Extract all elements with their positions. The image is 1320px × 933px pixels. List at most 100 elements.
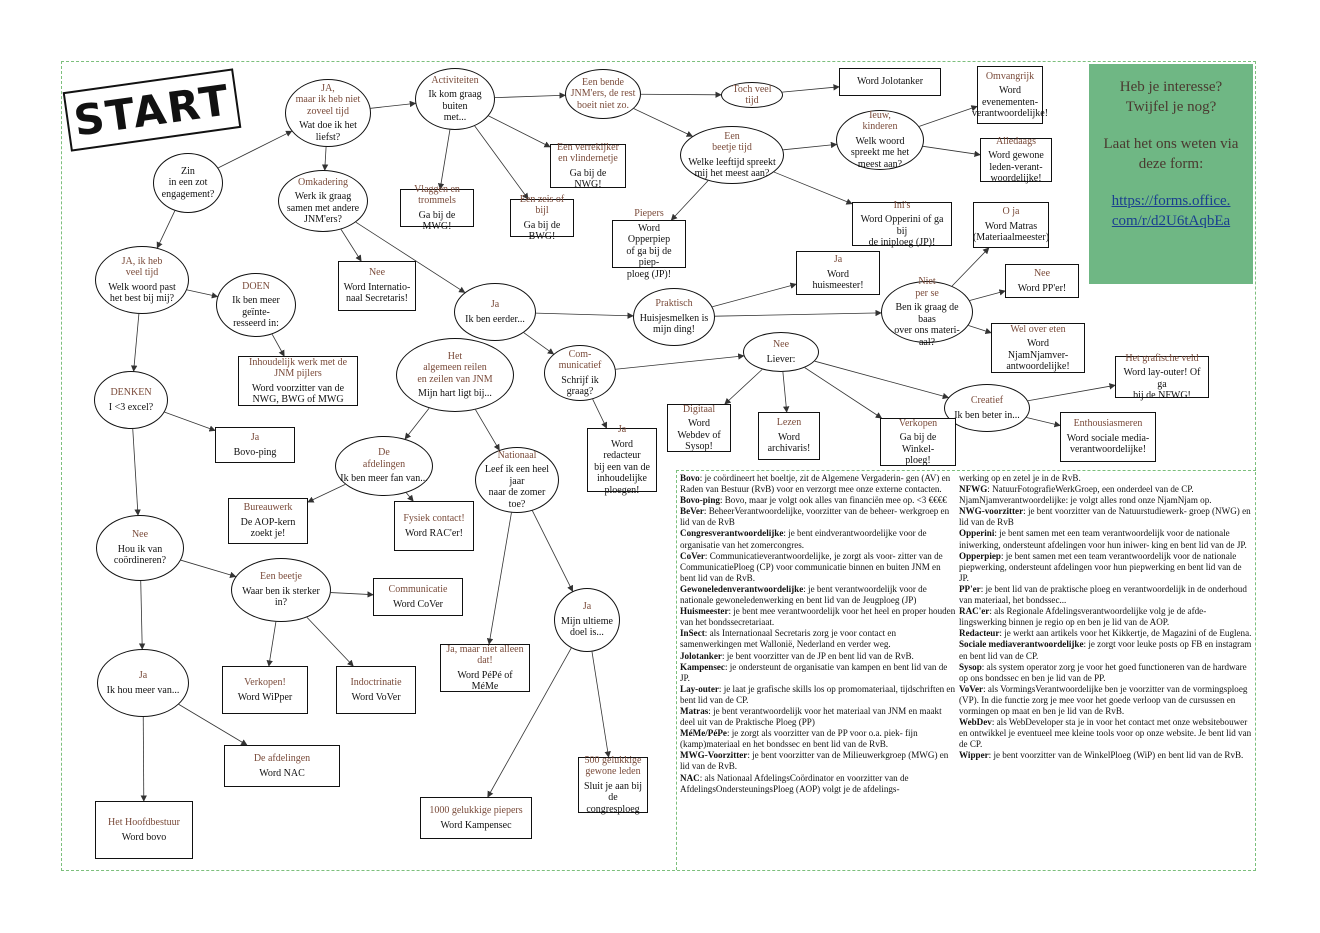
glossary-text: : je zorgt voor leuke posts op FB en ins… xyxy=(959,639,1252,661)
edge-ja-zoveel-to-omkadering xyxy=(321,146,329,171)
edge-communicatief-to-ja-redacteur xyxy=(592,399,607,429)
edge-nationaal-to-ja-doel xyxy=(531,510,573,592)
node-heading: Alledaags xyxy=(996,135,1036,147)
glossary-entry: WebDev: als WebDeveloper sta je in voor … xyxy=(959,717,1253,750)
glossary-term: Bovo-ping xyxy=(680,495,720,506)
glossary-text: : als system operator zorg je voor het g… xyxy=(959,661,1247,683)
node-body: Word Kampensec xyxy=(440,819,512,831)
node-heading: Lezen xyxy=(776,417,802,429)
edge-zin-to-ja-zoveel xyxy=(218,130,293,169)
edge-ieuw-to-omvangrijk xyxy=(919,105,978,127)
glossary-entry: Gewoneledenverantwoordelijke: je bent ve… xyxy=(680,584,956,606)
glossary-entry: Huismeester: je bent mee verantwoordelij… xyxy=(680,606,956,628)
form-link-line-2: com/r/d2U6tAqbEa xyxy=(1111,212,1231,229)
glossary-term: MéMe/PéPe xyxy=(680,728,727,739)
edge-een-beetje-to-verkopen-wip xyxy=(266,621,277,667)
edge-activiteiten-to-zeis xyxy=(474,125,529,200)
glossary-term: Redacteur xyxy=(959,628,1000,639)
interest-line-2: Twijfel je nog? xyxy=(1125,98,1217,115)
glossary-entry: Sysop: als system operator zorg je voor … xyxy=(959,662,1253,684)
node-body: Word bovo xyxy=(121,831,167,843)
node-body: Word huismeester! xyxy=(812,268,864,292)
edge-nee-liever-to-creatief xyxy=(814,360,950,400)
glossary-entry: Bovo: je coördineert het boeltje, zit de… xyxy=(680,473,956,495)
glossary-text: : je bent voorzitter van de Milieuwerkgr… xyxy=(680,750,949,772)
node-body: Word Matras(Materiaalmeester) xyxy=(972,220,1050,244)
node-heading: Een zeis of bijl xyxy=(519,193,565,217)
node-body: Word sociale media-verantwoordelijke! xyxy=(1066,432,1150,456)
glossary-text: : je ondersteunt de organisatie van kamp… xyxy=(680,661,948,683)
edge-ja-meer-van-to-hoofdbestuur xyxy=(140,716,147,802)
node-body: Ga bij de NWG! xyxy=(569,167,607,191)
form-link[interactable]: https://forms.office. com/r/d2U6tAqbEa xyxy=(1089,192,1253,231)
glossary-entry: Sociale mediaverantwoordelijke: je zorgt… xyxy=(959,639,1253,661)
node-body: Schrijf ik graag? xyxy=(561,374,599,398)
interest-line-4: deze form: xyxy=(1138,155,1204,172)
edge-doen-to-inhoudelijk xyxy=(271,334,285,357)
glossary-term: Lay-outer xyxy=(680,683,719,694)
glossary-entry: MWG-Voorzitter: je bent voorzitter van d… xyxy=(680,750,956,772)
edge-omkadering-to-nee-intern xyxy=(340,229,362,262)
glossary-entry: Opperini: je bent samen met een team ver… xyxy=(959,528,1253,550)
node-heading: Ini's xyxy=(893,199,911,211)
node-heading: Nationaal xyxy=(497,449,537,461)
glossary-text: : als WebDeveloper sta je in voor het co… xyxy=(959,717,1252,750)
glossary-entry: CoVer: Communicatieverantwoordelijke, je… xyxy=(680,551,956,584)
interest-panel: Heb je interesse? Twijfel je nog? Laat h… xyxy=(1089,64,1253,284)
edge-toch-veel-tijd-to-jolotanker xyxy=(782,84,840,93)
glossary-entry: Kampensec: je ondersteunt de organisatie… xyxy=(680,662,956,684)
glossary-entry: VoVer: als VormingsVerantwoordelijke ben… xyxy=(959,684,1253,717)
glossary-entry: Wipper: je bent voorzitter van de Winkel… xyxy=(959,750,1253,761)
glossary-term: CoVer xyxy=(680,550,705,561)
node-body: Bovo-ping xyxy=(233,446,277,458)
edge-ja-meer-van-to-de-afdelingen-nac xyxy=(178,704,248,746)
edge-niet-per-se-to-oja xyxy=(951,247,990,287)
edge-algemeen-to-nationaal xyxy=(475,409,500,451)
glossary-text: : NatuurFotografieWerkGroep, een onderde… xyxy=(987,484,1194,495)
edge-niet-per-se-to-wel-over-eten xyxy=(968,325,992,335)
node-heading: Toch veel tijd xyxy=(732,83,772,107)
node-heading: Bureauwerk xyxy=(243,502,293,514)
edge-nee-coord-to-ja-meer-van xyxy=(138,580,146,650)
glossary-term: NWG-voorzitter xyxy=(959,506,1024,517)
node-heading: Nee xyxy=(368,267,386,279)
glossary-text: : je zorgt als voorzitter van de PP voor… xyxy=(680,728,918,750)
node-body: Ga bij de Winkel-ploeg! xyxy=(899,432,937,466)
glossary-divider xyxy=(676,470,1256,870)
node-heading: Ja xyxy=(617,424,627,435)
edge-bende-to-toch-veel-tijd xyxy=(640,91,722,98)
edge-ieuw-to-alledaags xyxy=(922,145,981,158)
glossary-entry: Matras: je bent verantwoordelijk voor he… xyxy=(680,706,956,728)
